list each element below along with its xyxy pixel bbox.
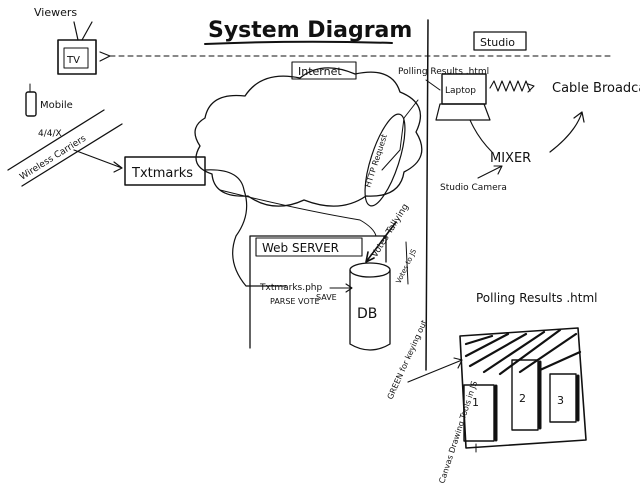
php-to-db-arrow [329, 283, 353, 293]
studio-camera-label: Studio Camera [440, 183, 507, 193]
inset-bar-shadows [494, 360, 580, 442]
title-underline [204, 40, 393, 45]
tv-antenna [73, 21, 93, 41]
votes-tallying-label: Votes Tallying [370, 202, 411, 259]
tv-icon [57, 39, 97, 75]
laptop-label: Laptop [445, 86, 476, 96]
diagram-title: System Diagram [208, 18, 412, 43]
mobile-label: Mobile [40, 100, 73, 111]
wireless-band [7, 109, 123, 187]
broadcast-signal-squiggle [489, 80, 535, 93]
laptop-base [435, 103, 491, 121]
inset-bar-1 [463, 384, 495, 442]
inset-hatching [464, 328, 582, 376]
studio-box [473, 31, 527, 51]
polling-connector [381, 79, 441, 171]
inset-bar-2 [511, 359, 539, 431]
web-server-title-box [255, 237, 363, 257]
cable-broadcast-label: Cable Broadcast [552, 81, 640, 96]
inset-title: Polling Results .html [476, 291, 597, 305]
txtmarks-label: Txtmarks [131, 166, 193, 181]
polling-results-label: Polling Results .html [398, 67, 489, 77]
mobile-phone-icon [25, 91, 37, 117]
mixer-to-broadcast-arrow [549, 111, 585, 153]
db-cylinder-top [349, 262, 391, 278]
votes-to-js-line [405, 241, 409, 285]
db-cylinder-body [349, 269, 391, 351]
http-to-db-arrow [365, 221, 397, 263]
tv-label: TV [66, 55, 80, 66]
inset-bar-2-label: 2 [519, 392, 526, 405]
carrier-tag: 4/4/X [38, 129, 62, 139]
tv-arrow [99, 51, 111, 62]
internet-cloud [194, 67, 423, 207]
inset-bar-1-label: 1 [472, 396, 479, 409]
cable-label: Cable Broadcast [552, 81, 640, 96]
txtmarks-php-label: Txtmarks.php [259, 283, 323, 293]
green-note-arrow [407, 357, 463, 383]
viewers-label: Viewers [34, 6, 77, 19]
internet-box [291, 61, 357, 80]
studio-label: Studio [480, 36, 515, 49]
http-request-ellipse [364, 113, 406, 207]
carrier-to-txtmarks-arrow [73, 149, 123, 173]
parse-vote-label: PARSE VOTE [270, 297, 320, 306]
http-request-label: HTTP Request [363, 133, 389, 189]
tv-screen [63, 47, 89, 69]
inset-canvas-note: Canvas Drawing Tools in JS [437, 380, 479, 485]
inset-bar-3-label: 3 [557, 394, 564, 407]
cloud-to-server-path [219, 189, 377, 237]
save-label: SAVE [316, 293, 337, 302]
laptop-to-mixer-line [469, 119, 493, 153]
web-server-label: Web SERVER [262, 241, 339, 255]
db-label: DB [357, 306, 377, 322]
internet-label: Internet [298, 65, 342, 78]
inset-green-note: GREEN for keying out [386, 319, 429, 401]
studio-divider [425, 19, 429, 371]
inset-bar-3 [549, 373, 577, 423]
camera-to-mixer-arrow [477, 165, 503, 179]
mixer-label: MIXER [490, 151, 531, 166]
txtmarks-to-server-path [204, 169, 287, 287]
